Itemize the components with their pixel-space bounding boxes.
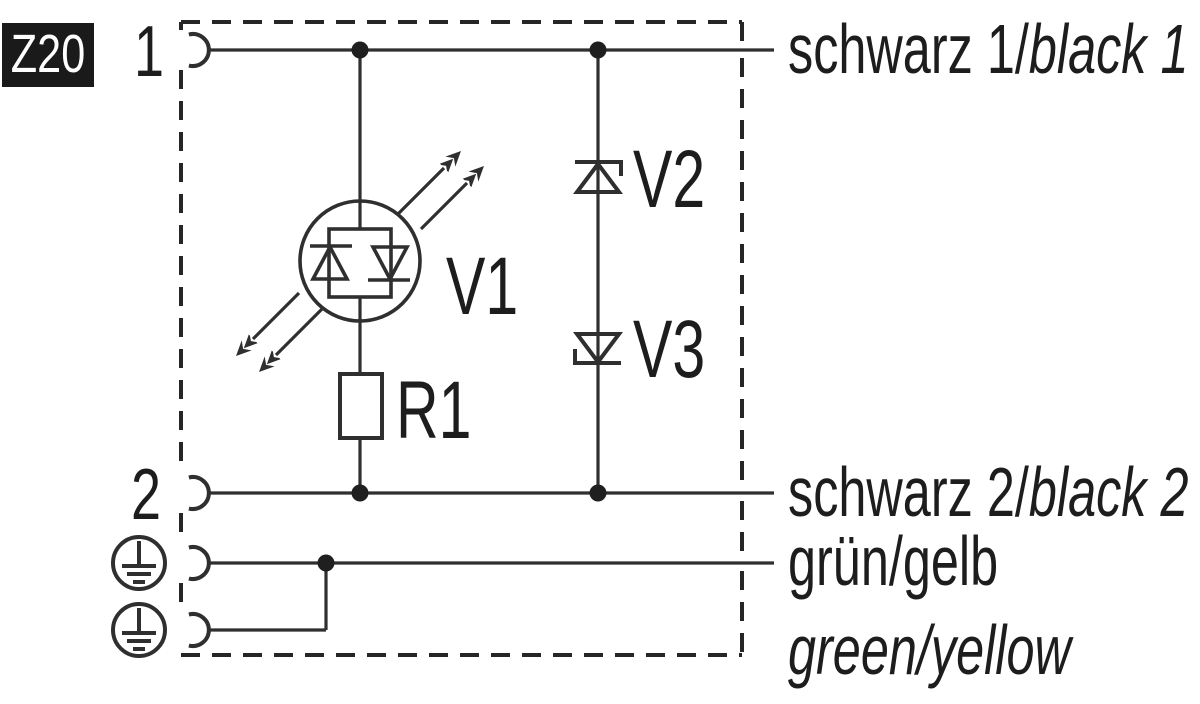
resistor-r1-icon	[338, 372, 384, 440]
wire-label-pin2-de: schwarz 2/	[788, 453, 1029, 531]
junction-dot	[589, 484, 607, 502]
junction-dot	[589, 41, 607, 59]
junction-dot	[317, 554, 335, 572]
connector-outline	[179, 20, 744, 657]
wire-ground-2	[208, 563, 328, 632]
socket-contact-icon	[188, 612, 211, 648]
type-badge-box	[2, 23, 94, 87]
pin-2-number: 2	[131, 455, 161, 535]
type-badge-label: Z20	[11, 25, 85, 85]
wire-label-ground-en: green/yellow	[788, 611, 1074, 689]
socket-contact-icon	[188, 545, 211, 581]
v2-label: V2	[633, 134, 705, 226]
led-v1-icon	[253, 168, 467, 355]
pe-ground-icon	[111, 602, 167, 658]
type-badge: Z20	[2, 23, 94, 87]
v3-label: V3	[633, 304, 705, 396]
wire-label-pin1-en: black 1	[1029, 10, 1189, 88]
v1-label: V1	[446, 241, 518, 333]
r1-label: R1	[396, 365, 471, 457]
junction-dot	[351, 484, 369, 502]
wire-label-pin2: schwarz 2/black 2	[788, 453, 1189, 531]
socket-contact-icon	[188, 475, 211, 511]
socket-contact-icon	[188, 32, 211, 68]
light-emission-arrows	[253, 168, 467, 355]
pe-ground-icon	[111, 535, 167, 591]
junction-dot	[351, 41, 369, 59]
wire-label-pin1-de: schwarz 1/	[788, 10, 1029, 88]
pin-1-number: 1	[134, 12, 164, 92]
wire-label-ground-de: grün/gelb	[788, 522, 998, 600]
zener-diode-v3-icon	[573, 332, 623, 366]
wire-label-pin1: schwarz 1/black 1	[788, 10, 1189, 88]
zener-diode-v2-icon	[573, 160, 623, 194]
wire-label-pin2-en: black 2	[1029, 453, 1189, 531]
